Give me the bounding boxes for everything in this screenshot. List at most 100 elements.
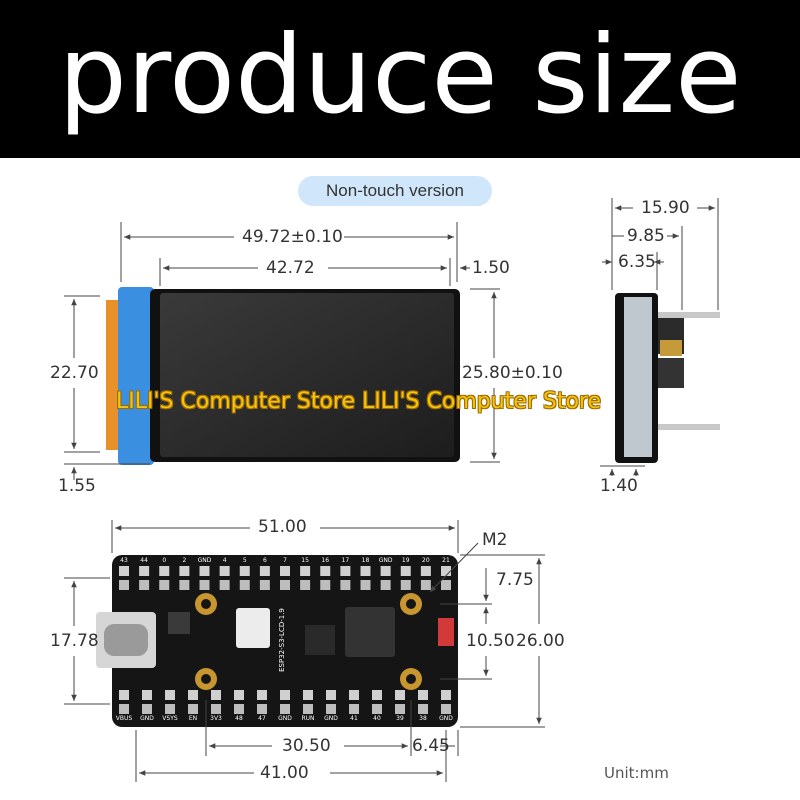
- dim-edge-offset: 1.50: [472, 258, 510, 278]
- header-pin: [119, 580, 129, 590]
- header-pin: [280, 566, 290, 576]
- header-pin: [300, 580, 311, 590]
- store-watermark: LILI'S Computer Store LILI'S Computer St…: [116, 389, 601, 414]
- dim-board-height: 26.00: [516, 631, 565, 651]
- dim-left-height: 22.70: [50, 363, 99, 383]
- pin-label: GND: [379, 557, 393, 564]
- header-pin: [257, 690, 267, 700]
- header-pin: [119, 690, 129, 700]
- dim-side-mid: 9.85: [627, 226, 665, 246]
- header-pin: [280, 704, 290, 714]
- pin-label: GND: [278, 715, 292, 722]
- pin-label: 4: [223, 557, 227, 564]
- pin-label: VSYS: [162, 715, 178, 722]
- dim-top-width: 49.72±0.10: [242, 227, 343, 247]
- pin-label: 17: [342, 557, 350, 564]
- chip-silkscreen-label: ESP32-S3-LCD-1.9: [278, 608, 286, 672]
- header-pin: [142, 704, 152, 714]
- header-pin: [380, 580, 391, 590]
- pin-label: 20: [422, 557, 430, 564]
- header-pin: [179, 580, 190, 590]
- header-pin: [360, 566, 371, 576]
- header-pin: [257, 704, 267, 714]
- header-pin: [159, 566, 170, 576]
- header-pin: [441, 566, 451, 576]
- pin-label: 18: [362, 557, 370, 564]
- dim-board-left-height: 17.78: [50, 631, 99, 651]
- pin-label: 41: [350, 715, 358, 722]
- pin-label: 43: [120, 557, 128, 564]
- front-view-dimension-lines: [64, 222, 500, 480]
- pin-label: GND: [140, 715, 154, 722]
- pin-label: GND: [439, 715, 453, 722]
- battery-connector: [236, 608, 270, 648]
- dim-side-total: 15.90: [641, 198, 690, 218]
- pin-label: 48: [235, 715, 243, 722]
- header-pin: [372, 690, 382, 700]
- pin-label: 7: [283, 557, 287, 564]
- header-pin: [219, 580, 230, 590]
- pcb-dimension-lines: [64, 520, 545, 782]
- header-pin: [441, 580, 451, 590]
- title-banner: produce size: [0, 0, 800, 158]
- header-pin: [418, 690, 428, 700]
- header-pin: [326, 704, 336, 714]
- header-pin: [219, 566, 230, 576]
- pin-label: 19: [402, 557, 410, 564]
- pin-label: EN: [189, 715, 197, 722]
- header-pin: [372, 704, 382, 714]
- header-pin: [165, 704, 175, 714]
- header-pin: [280, 580, 290, 590]
- lcd-screen: [160, 293, 454, 457]
- lcd-front-view: [106, 287, 460, 465]
- header-pin: [259, 566, 270, 576]
- header-pin: [303, 690, 313, 700]
- header-pin: [360, 580, 371, 590]
- header-pin: [441, 690, 451, 700]
- header-pin: [400, 580, 411, 590]
- header-pin: [211, 690, 221, 700]
- header-pin: [320, 566, 331, 576]
- header-pin: [441, 704, 451, 714]
- usb-c-opening: [104, 624, 148, 656]
- side-view-dimension-lines: [600, 198, 719, 476]
- header-pin: [420, 566, 431, 576]
- pin-label: GND: [198, 557, 212, 564]
- header-pin: [349, 704, 359, 714]
- pin-label: RUN: [301, 715, 314, 722]
- screen-bezel-edge: [118, 287, 154, 465]
- lcd-side-view: [615, 293, 720, 463]
- header-pin: [395, 690, 405, 700]
- header-pin: [349, 690, 359, 700]
- red-component: [438, 618, 454, 646]
- pin-label: 3V3: [210, 715, 222, 722]
- pin-label: VBUS: [116, 715, 133, 722]
- dim-side-small: 6.35: [618, 252, 656, 272]
- side-connector-mid: [658, 358, 684, 388]
- pin-label: 6: [263, 557, 267, 564]
- header-pin: [179, 566, 190, 576]
- header-pin: [259, 580, 270, 590]
- header-pin: [165, 690, 175, 700]
- header-pin: [159, 580, 170, 590]
- pin-label: 38: [419, 715, 427, 722]
- pin-label: 2: [182, 557, 186, 564]
- header-pin: [420, 580, 431, 590]
- side-header-pin-top: [658, 312, 720, 318]
- header-pin: [303, 704, 313, 714]
- dim-right-height: 25.80±0.10: [462, 363, 563, 383]
- header-pin: [239, 566, 250, 576]
- pin-label: 16: [321, 557, 329, 564]
- pin-label: 15: [301, 557, 309, 564]
- header-pin: [418, 704, 428, 714]
- header-pin: [199, 580, 210, 590]
- side-header-pin-bottom: [658, 424, 720, 430]
- dim-bottom-offset: 1.55: [58, 476, 96, 496]
- header-pin: [234, 704, 244, 714]
- dim-pin-span: 41.00: [260, 763, 309, 783]
- dim-board-width: 51.00: [258, 517, 307, 537]
